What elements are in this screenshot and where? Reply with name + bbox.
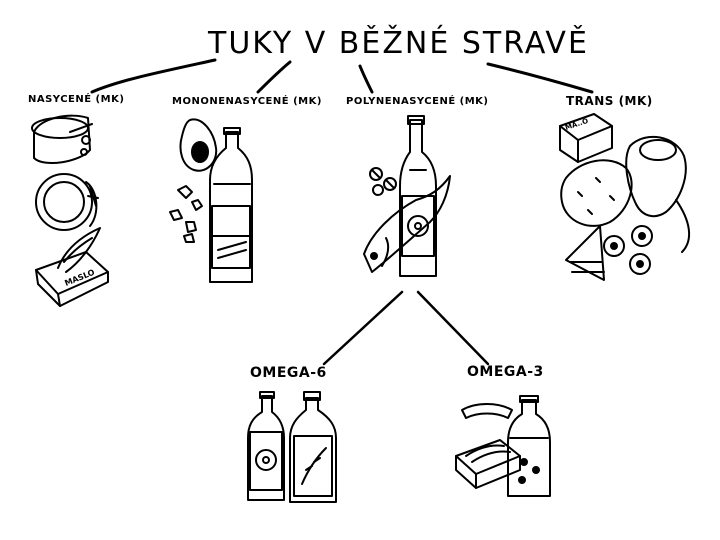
- omega6-foods: [247, 391, 337, 503]
- connector-omega3: [416, 290, 490, 366]
- butter-icon: MASLO: [35, 227, 109, 307]
- diagram-title: TUKY V BĚŽNÉ STRAVĚ: [208, 26, 589, 61]
- cake-icon: [565, 225, 605, 281]
- candies-icon: [603, 225, 653, 275]
- category-saturated: NASYCENÉ (MK): [28, 94, 125, 105]
- fish-icon: [363, 175, 451, 273]
- margarine-package-label: MA..O: [564, 117, 589, 132]
- connector-trans: [486, 62, 594, 94]
- category-omega6: OMEGA-6: [250, 365, 327, 381]
- monounsaturated-foods: [169, 118, 253, 283]
- margarine-icon: MA..O: [559, 113, 613, 163]
- cheese-icon: [31, 114, 93, 165]
- category-monounsaturated: MONONENASYCENÉ (MK): [172, 96, 322, 107]
- sardine-can-icon: [455, 403, 521, 489]
- polyunsaturated-foods: [363, 115, 451, 277]
- sausage-icon: [625, 136, 691, 253]
- walnuts-icon: [369, 167, 397, 196]
- oil-bottle-icon: [507, 395, 551, 497]
- nuts-icon: [169, 185, 203, 243]
- connector-omega6: [322, 290, 404, 366]
- connector-polyunsaturated: [358, 64, 374, 94]
- category-trans: TRANS (MK): [566, 94, 653, 108]
- omega3-foods: [455, 395, 551, 497]
- category-omega3: OMEGA-3: [467, 364, 544, 380]
- category-polyunsaturated: POLYNENASYCENÉ (MK): [346, 96, 489, 107]
- omega-connectors: [322, 290, 490, 366]
- cookie-icon: [560, 159, 633, 227]
- oil-bottle-icon: [399, 115, 437, 277]
- saturated-foods: MASLO: [31, 114, 109, 307]
- oil-bottle-icon: [209, 127, 253, 283]
- connector-saturated: [90, 58, 217, 94]
- oil-bottle-icon: [247, 391, 285, 501]
- avocado-icon: [179, 118, 218, 172]
- trans-foods: MA..O: [559, 113, 691, 281]
- sausage-slice-icon: [35, 173, 99, 231]
- connector-monounsaturated: [256, 60, 292, 94]
- oil-bottle-icon: [289, 391, 337, 503]
- title-connectors: [90, 58, 594, 94]
